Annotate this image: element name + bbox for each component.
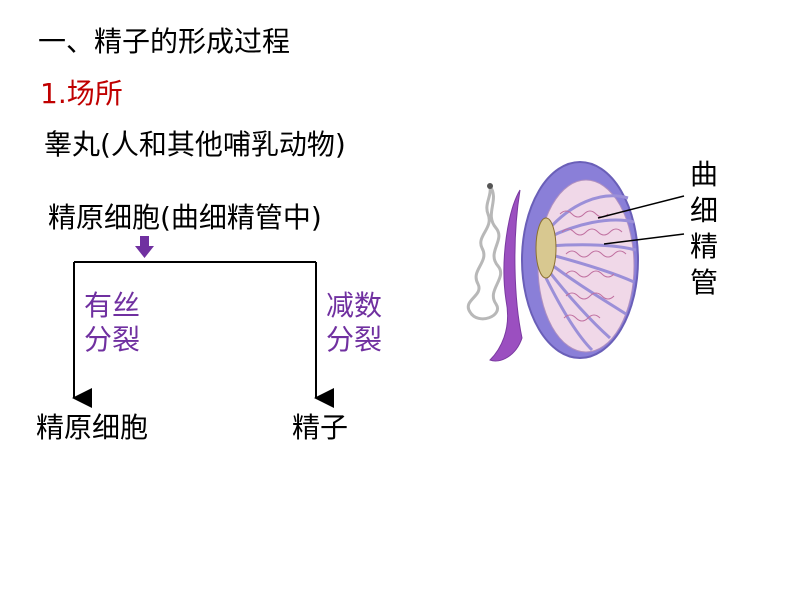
down-arrow-shaft	[140, 236, 149, 246]
output-sperm: 精子	[292, 411, 349, 444]
epididymis-duct	[466, 185, 502, 321]
epididymis	[489, 189, 523, 362]
page-title: 一、精子的形成过程	[38, 25, 291, 58]
seminiferous-tubule-label: 曲 细 精 管	[689, 158, 718, 299]
meiosis-label: 减数 分裂	[326, 289, 383, 356]
output-spermatogonium: 精原细胞	[36, 411, 149, 444]
tubule-texture	[559, 210, 627, 322]
location-text: 睾丸(人和其他哺乳动物)	[44, 128, 346, 161]
mitosis-label: 有丝 分裂	[84, 289, 141, 356]
section-heading: 1.场所	[40, 77, 123, 110]
lobule-septa	[544, 194, 637, 352]
rete-testis	[535, 217, 557, 279]
source-cell-label: 精原细胞(曲细精管中)	[48, 201, 322, 234]
testis-illustration	[466, 161, 685, 362]
label-pointer-2	[603, 233, 685, 245]
label-pointer-1	[597, 195, 685, 219]
down-arrow-head	[135, 246, 154, 258]
duct-end	[487, 183, 493, 189]
